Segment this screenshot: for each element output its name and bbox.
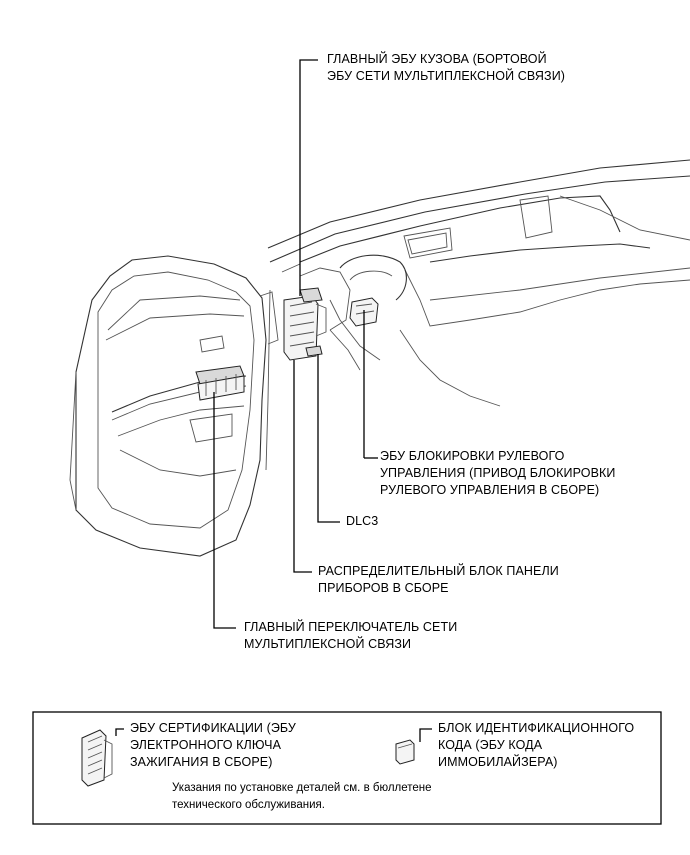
legend-certification-ecu: ЭБУ СЕРТИФИКАЦИИ (ЭБУ ЭЛЕКТРОННОГО КЛЮЧА… — [130, 720, 296, 771]
label-junction-block: РАСПРЕДЕЛИТЕЛЬНЫЙ БЛОК ПАНЕЛИ ПРИБОРОВ В… — [318, 563, 559, 597]
label-main-body-ecu: ГЛАВНЫЙ ЭБУ КУЗОВА (БОРТОВОЙ ЭБУ СЕТИ МУ… — [327, 51, 565, 85]
label-line: БЛОК ИДЕНТИФИКАЦИОННОГО — [438, 721, 635, 735]
installation-note: Указания по установке деталей см. в бюлл… — [172, 780, 432, 814]
label-line: ГЛАВНЫЙ ПЕРЕКЛЮЧАТЕЛЬ СЕТИ — [244, 620, 458, 634]
dashboard-drawing — [259, 159, 690, 407]
note-line: технического обслуживания. — [172, 799, 325, 811]
label-line: ИММОБИЛАЙЗЕРА) — [438, 755, 558, 769]
label-line: ГЛАВНЫЙ ЭБУ КУЗОВА (БОРТОВОЙ — [327, 52, 547, 66]
label-line: МУЛЬТИПЛЕКСНОЙ СВЯЗИ — [244, 637, 412, 651]
legend-id-code-box: БЛОК ИДЕНТИФИКАЦИОННОГО КОДА (ЭБУ КОДА И… — [438, 720, 634, 771]
leader-lines — [213, 59, 378, 629]
label-line: ЭБУ СЕТИ МУЛЬТИПЛЕКСНОЙ СВЯЗИ) — [327, 69, 566, 83]
label-line: УПРАВЛЕНИЯ (ПРИВОД БЛОКИРОВКИ — [380, 466, 616, 480]
label-line: ЭЛЕКТРОННОГО КЛЮЧА — [130, 738, 282, 752]
label-line: РУЛЕВОГО УПРАВЛЕНИЯ В СБОРЕ) — [380, 483, 600, 497]
id-code-box-icon — [395, 739, 415, 765]
label-line: КОДА (ЭБУ КОДА — [438, 738, 543, 752]
label-steering-lock-ecu: ЭБУ БЛОКИРОВКИ РУЛЕВОГО УПРАВЛЕНИЯ (ПРИВ… — [380, 448, 615, 499]
label-line: ЗАЖИГАНИЯ В СБОРЕ) — [130, 755, 273, 769]
label-line: РАСПРЕДЕЛИТЕЛЬНЫЙ БЛОК ПАНЕЛИ — [318, 564, 559, 578]
note-line: Указания по установке деталей см. в бюлл… — [172, 782, 432, 794]
legend-box — [32, 711, 662, 825]
door-drawing — [69, 255, 271, 557]
label-multiplex-switch: ГЛАВНЫЙ ПЕРЕКЛЮЧАТЕЛЬ СЕТИ МУЛЬТИПЛЕКСНО… — [244, 619, 457, 653]
certification-ecu-icon — [81, 729, 113, 787]
label-dlc3: DLC3 — [346, 513, 378, 530]
junction-block-drawing — [283, 287, 327, 361]
label-line: ПРИБОРОВ В СБОРЕ — [318, 581, 449, 595]
label-line: ЭБУ СЕРТИФИКАЦИИ (ЭБУ — [130, 721, 296, 735]
label-line: DLC3 — [346, 514, 379, 528]
label-line: ЭБУ БЛОКИРОВКИ РУЛЕВОГО — [380, 449, 565, 463]
